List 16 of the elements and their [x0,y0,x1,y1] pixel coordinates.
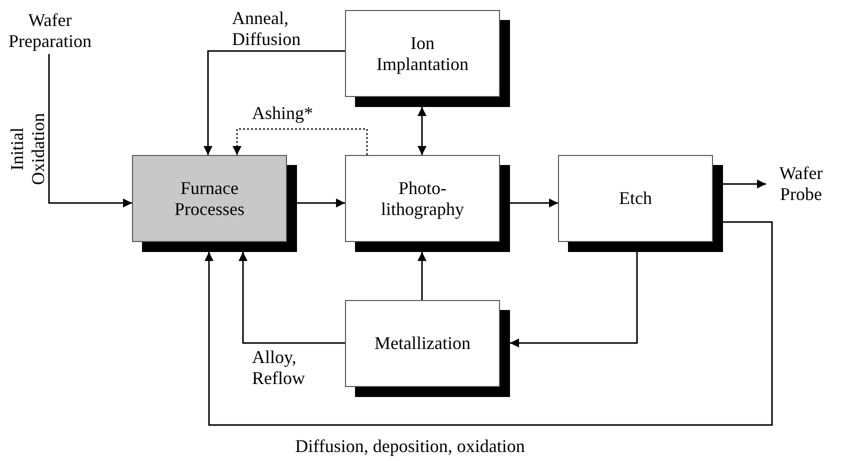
arrow [418,252,426,300]
edge-label: Alloy, Reflow [252,347,306,389]
edge-label: Anneal, Diffusion [232,8,302,50]
arrow [204,221,773,426]
arrow [232,128,368,155]
arrow [204,50,345,155]
arrow [48,54,132,208]
arrow [297,198,345,208]
step-label: Wafer Preparation [2,8,98,54]
edge-label: Initial Oxidation [7,112,49,187]
step-label: Wafer Probe [766,162,836,206]
edge-label: Ashing* [252,103,314,124]
arrow [510,198,558,208]
edge-label: Diffusion, deposition, oxidation [294,436,526,457]
arrow [418,107,426,155]
arrow [238,252,345,344]
